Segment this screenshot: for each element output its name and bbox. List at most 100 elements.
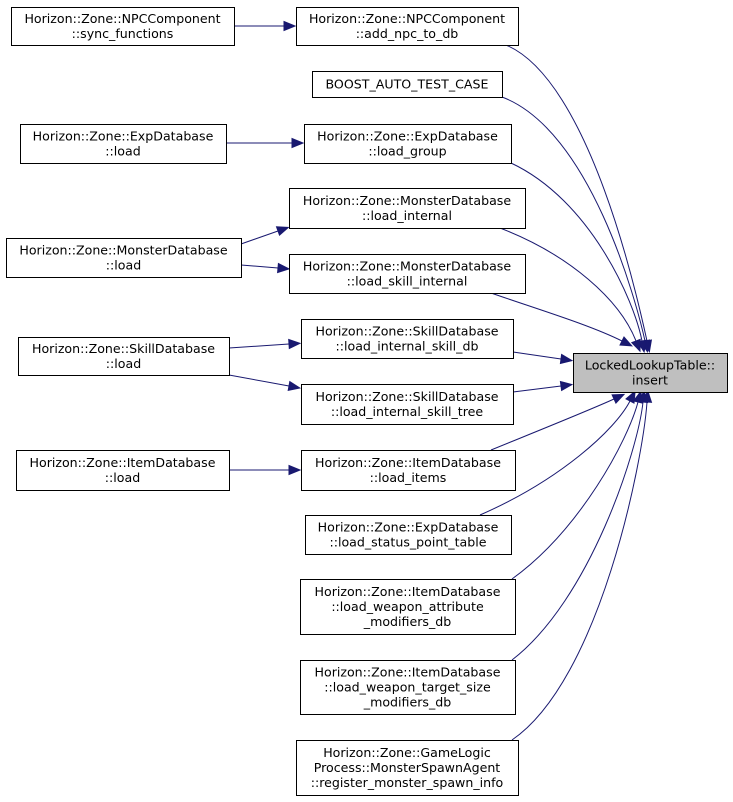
- node-label-line: ::load_group: [368, 144, 446, 159]
- edge-line: [499, 227, 637, 342]
- node-label-line: Horizon::Zone::SkillDatabase: [315, 324, 498, 339]
- node-label-line: ::load_weapon_target_size: [324, 680, 491, 695]
- node-expdb-load-group[interactable]: Horizon::Zone::ExpDatabase::load_group: [304, 124, 512, 164]
- node-label-line: ::load_internal_skill_db: [336, 339, 479, 354]
- node-itemdb-load-items[interactable]: Horizon::Zone::ItemDatabase::load_items: [301, 450, 516, 491]
- node-label-line: Horizon::Zone::MonsterDatabase: [303, 259, 512, 274]
- node-box: [6, 238, 242, 278]
- edge-arrowhead: [288, 464, 302, 476]
- node-box: [301, 384, 514, 425]
- node-label-line: Horizon::Zone::ItemDatabase: [315, 584, 501, 599]
- node-skilldb-load-internal-skill-tree[interactable]: Horizon::Zone::SkillDatabase::load_inter…: [301, 384, 514, 425]
- node-label-line: ::sync_functions: [72, 26, 174, 41]
- edge-skilldb_load-to-skilldb_load_internal_skill_tree: [228, 374, 302, 392]
- node-box: [301, 450, 516, 491]
- node-label-line: ::load: [105, 470, 140, 485]
- edge-arrowhead: [559, 353, 574, 365]
- edge-line: [511, 401, 648, 741]
- node-box: [304, 124, 512, 164]
- node-label-line: ::load_items: [370, 470, 447, 485]
- node-label-line: Horizon::Zone::SkillDatabase: [315, 389, 498, 404]
- node-box: [300, 660, 516, 715]
- node-skilldb-load[interactable]: Horizon::Zone::SkillDatabase::load: [18, 337, 230, 376]
- node-skilldb-load-internal-skill-db[interactable]: Horizon::Zone::SkillDatabase::load_inter…: [301, 319, 514, 359]
- node-label-line: Horizon::Zone::NPCComponent: [309, 11, 505, 26]
- edge-line: [240, 264, 279, 269]
- edge-skilldb_load_internal_skill_db-to-target: [512, 351, 574, 365]
- edge-arrowhead: [641, 389, 653, 403]
- node-itemdb-load[interactable]: Horizon::Zone::ItemDatabase::load: [16, 450, 230, 491]
- node-itemdb-load-weapon-attribute-modifiers-db[interactable]: Horizon::Zone::ItemDatabase::load_weapon…: [300, 579, 516, 635]
- node-register-monster-spawn-info[interactable]: Horizon::Zone::GameLogicProcess::Monster…: [296, 740, 519, 796]
- edge-line: [501, 96, 646, 342]
- edge-line: [511, 401, 639, 580]
- edge-monsterdb_load_internal-to-target: [499, 227, 641, 353]
- edge-monsterdb_load-to-monsterdb_load_skill_internal: [240, 262, 291, 274]
- node-label-line: ::load: [106, 258, 141, 273]
- edge-arrowhead: [277, 262, 291, 274]
- edge-register_monster_spawn_info-to-target: [511, 389, 653, 741]
- edge-skilldb_load_internal_skill_tree-to-target: [512, 380, 574, 393]
- node-box: [18, 337, 230, 376]
- edge-line: [490, 292, 623, 342]
- node-label-line: Horizon::Zone::NPCComponent: [24, 11, 220, 26]
- edge-arrowhead: [275, 226, 290, 237]
- node-label-line: _modifiers_db: [363, 695, 451, 710]
- edge-arrowhead: [630, 338, 641, 353]
- node-label-line: BOOST_AUTO_TEST_CASE: [326, 77, 489, 92]
- node-target[interactable]: LockedLookupTable::insert: [573, 353, 728, 393]
- edge-arrowhead: [611, 393, 626, 404]
- edge-line: [512, 351, 562, 360]
- edge-expdb_load-to-expdb_load_group: [226, 137, 305, 149]
- node-monsterdb-load-internal[interactable]: Horizon::Zone::MonsterDatabase::load_int…: [289, 188, 526, 229]
- edge-line: [505, 44, 648, 342]
- node-label-line: Horizon::Zone::MonsterDatabase: [19, 243, 228, 258]
- edge-line: [479, 400, 631, 516]
- node-boost-auto-test-case[interactable]: BOOST_AUTO_TEST_CASE: [312, 71, 503, 98]
- node-label-line: Horizon::Zone::ExpDatabase: [317, 129, 498, 144]
- node-label-line: ::load: [106, 356, 141, 371]
- node-label-line: Horizon::Zone::SkillDatabase: [32, 341, 215, 356]
- node-label-line: ::add_npc_to_db: [356, 26, 459, 41]
- node-box: [16, 450, 230, 491]
- edge-arrowhead: [619, 336, 633, 347]
- edge-line: [228, 343, 290, 349]
- node-itemdb-load-weapon-target-size-modifiers-db[interactable]: Horizon::Zone::ItemDatabase::load_weapon…: [300, 660, 516, 715]
- node-box: [296, 7, 519, 46]
- edge-arrowhead: [625, 390, 636, 404]
- edge-line: [511, 401, 644, 661]
- edge-arrowhead: [287, 380, 302, 392]
- edge-arrowhead: [288, 338, 302, 350]
- node-expdb-load-status-point-table[interactable]: Horizon::Zone::ExpDatabase::load_status_…: [305, 515, 512, 555]
- node-label-line: LockedLookupTable::: [585, 358, 715, 373]
- node-box: [296, 740, 519, 796]
- edge-line: [228, 374, 290, 387]
- edge-itemdb_load_items-to-target: [490, 393, 626, 451]
- node-sync-functions[interactable]: Horizon::Zone::NPCComponent::sync_functi…: [11, 7, 235, 46]
- node-box: [11, 7, 235, 46]
- edge-itemdb_load_weapon_attribute_modifiers_db-to-target: [511, 390, 643, 580]
- node-label-line: _modifiers_db: [363, 614, 451, 629]
- node-monsterdb-load[interactable]: Horizon::Zone::MonsterDatabase::load: [6, 238, 242, 278]
- node-label-line: ::load: [105, 144, 140, 159]
- edge-itemdb_load-to-itemdb_load_items: [229, 464, 302, 476]
- node-box: [289, 254, 526, 294]
- edge-expdb_load_status_point_table-to-target: [479, 390, 636, 516]
- node-label-line: Horizon::Zone::ItemDatabase: [315, 455, 501, 470]
- edge-arrowhead: [291, 137, 305, 149]
- node-expdb-load[interactable]: Horizon::Zone::ExpDatabase::load: [20, 124, 227, 164]
- node-label-line: Horizon::Zone::MonsterDatabase: [303, 193, 512, 208]
- node-box: [305, 515, 512, 555]
- node-box: [300, 579, 516, 635]
- node-add-npc-to-db[interactable]: Horizon::Zone::NPCComponent::add_npc_to_…: [296, 7, 519, 46]
- edge-line: [512, 385, 562, 393]
- edge-skilldb_load-to-skilldb_load_internal_skill_db: [228, 338, 302, 350]
- node-monsterdb-load-skill-internal[interactable]: Horizon::Zone::MonsterDatabase::load_ski…: [289, 254, 526, 294]
- edge-line: [240, 230, 279, 245]
- node-label-line: ::load_internal: [362, 208, 452, 223]
- node-label-line: Horizon::Zone::ExpDatabase: [33, 129, 214, 144]
- edge-arrowhead: [283, 20, 297, 32]
- node-label-line: ::load_skill_internal: [347, 274, 468, 289]
- node-box: [301, 319, 514, 359]
